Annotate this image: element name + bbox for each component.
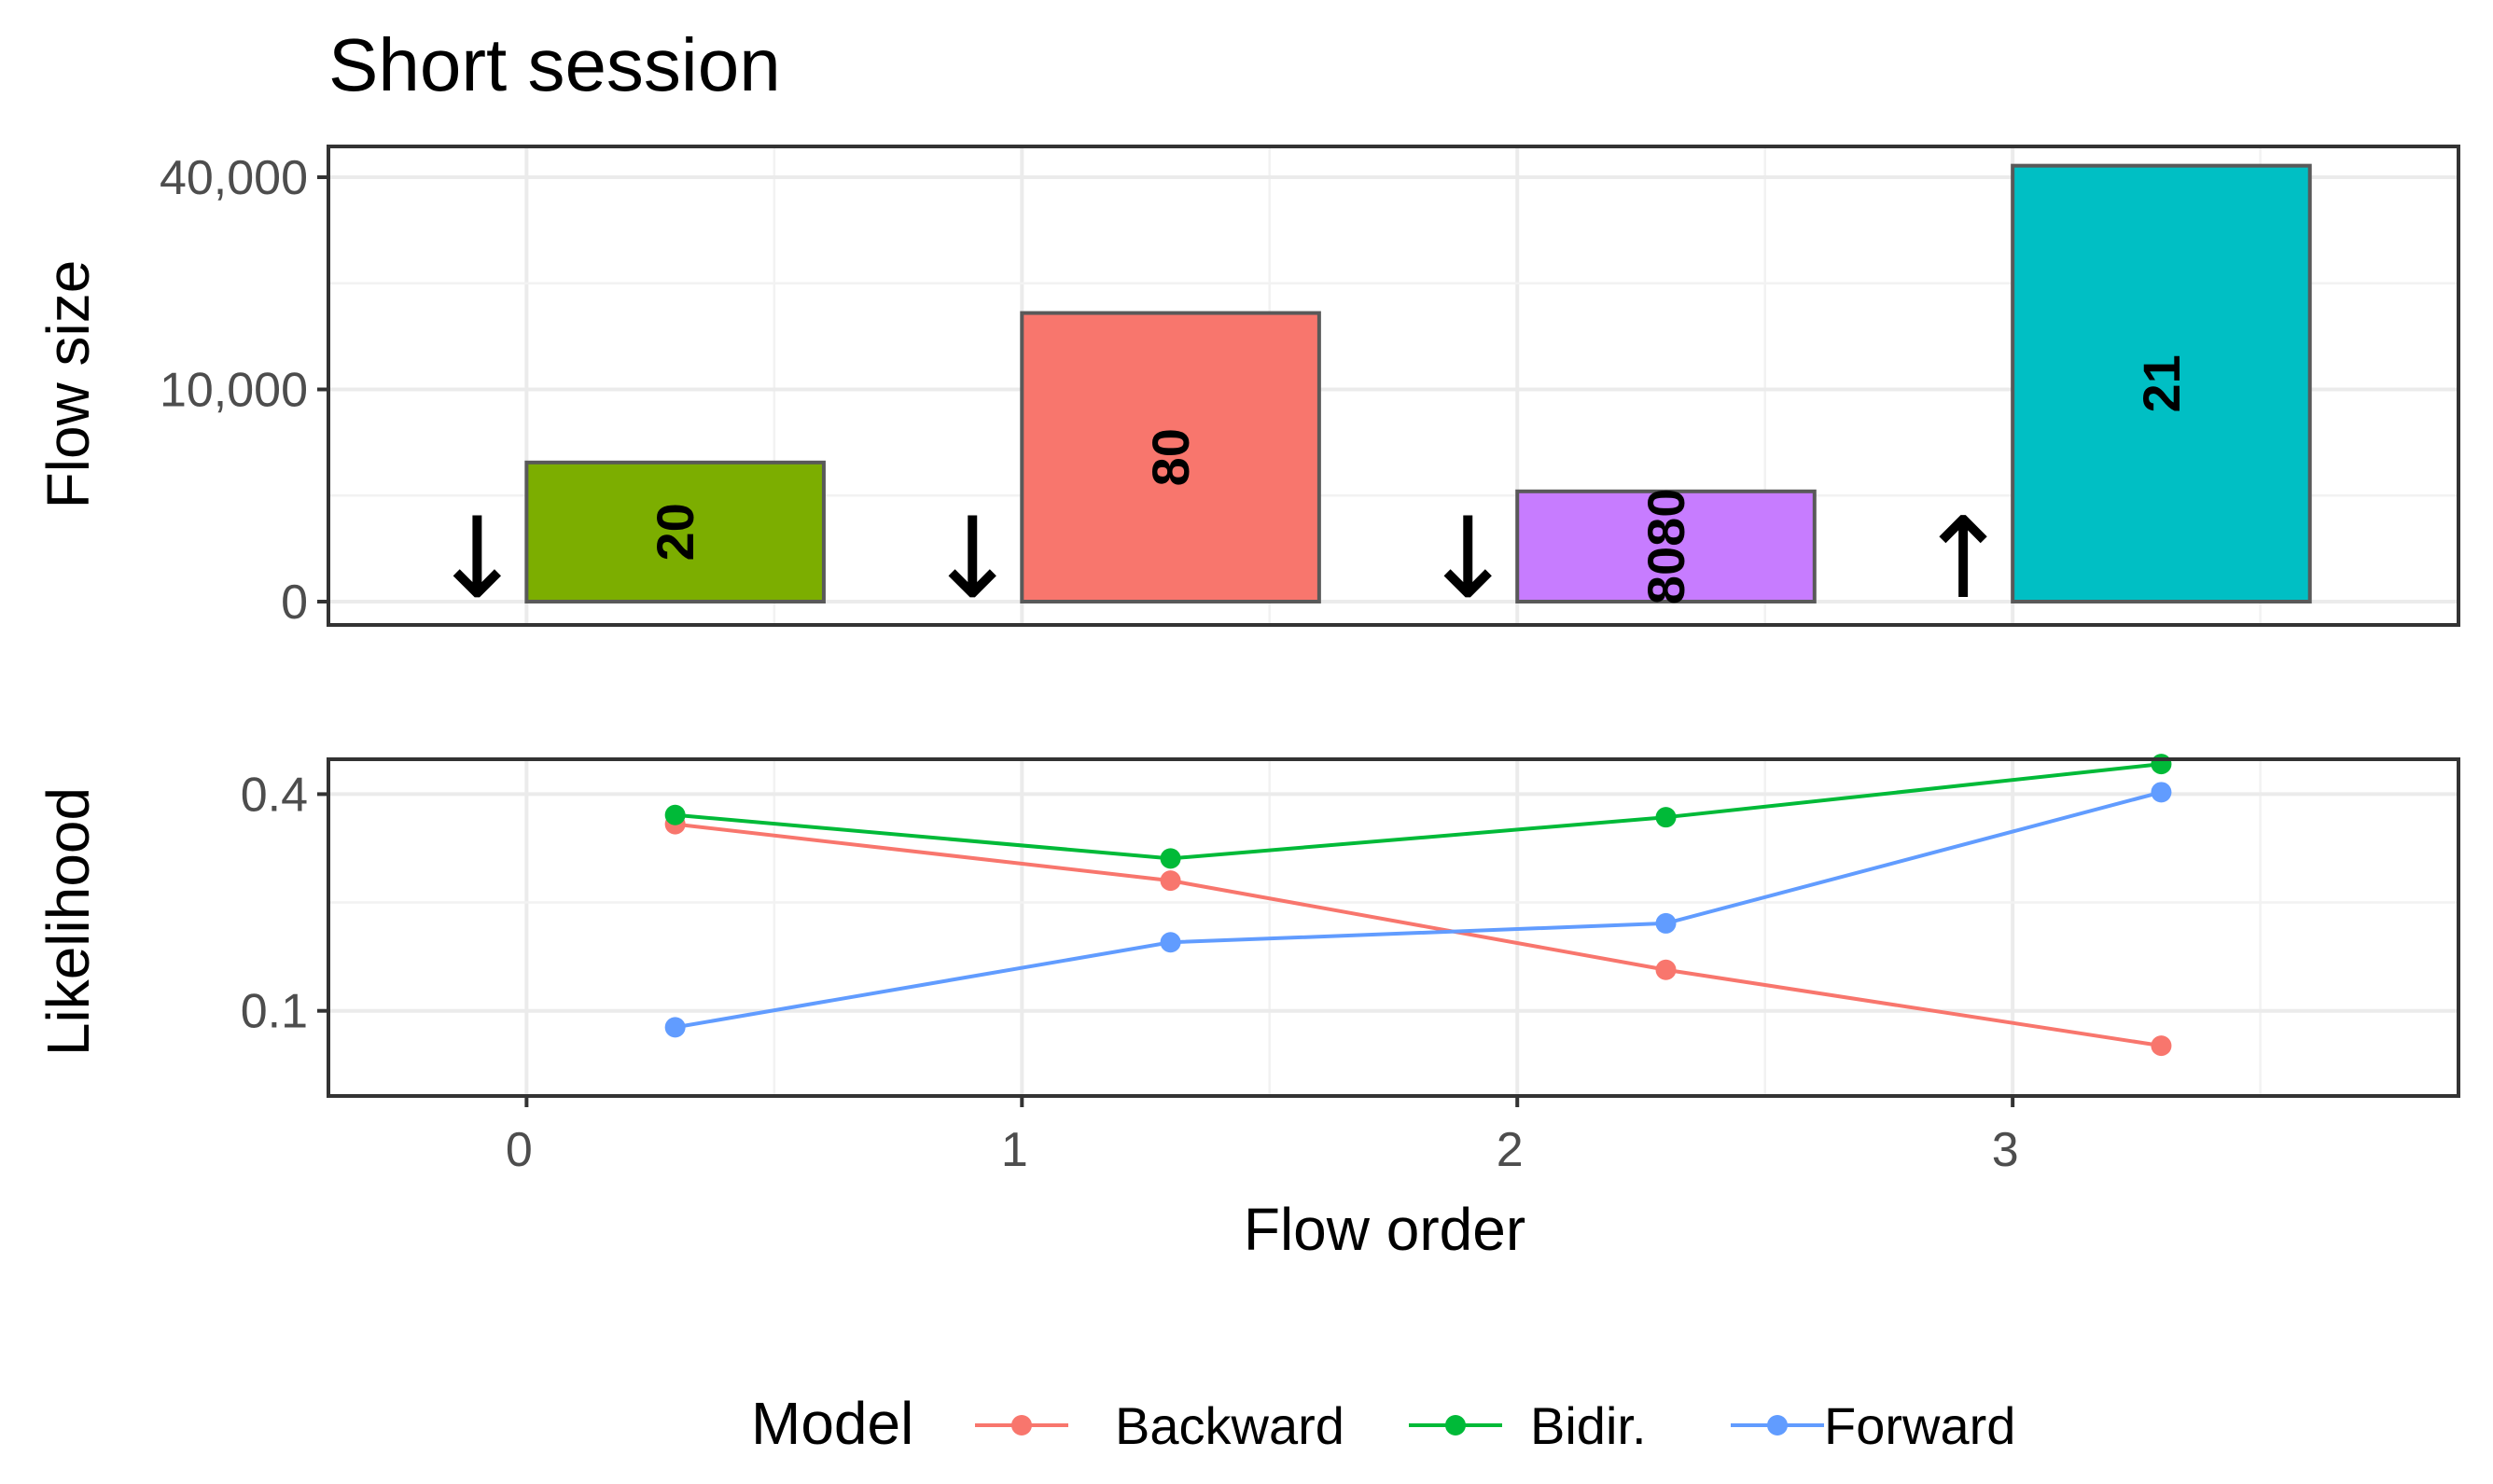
data-point [2151, 782, 2172, 803]
y-tick-label: 0 [281, 576, 308, 630]
legend-key-point [1767, 1415, 1788, 1435]
data-point [1160, 932, 1181, 953]
data-point [1655, 959, 1677, 980]
bar-label: 21 [2132, 354, 2191, 412]
chart-title: Short session [328, 23, 781, 106]
bar [1020, 311, 1321, 603]
direction-arrow: ↓ [926, 494, 1020, 624]
x-tick-label: 1 [1001, 1123, 1028, 1177]
direction-arrow: ↑ [1916, 494, 2011, 624]
direction-arrow: ↓ [430, 494, 524, 624]
legend: Model Backward Bidir. Forward [751, 1390, 2015, 1457]
data-point [2151, 754, 2172, 775]
y-tick-label: 0.4 [241, 768, 308, 822]
y-tick-label: 0.1 [241, 985, 308, 1039]
data-point [1160, 848, 1181, 869]
x-axis: 0 1 2 3 [506, 1096, 2019, 1177]
data-point [1655, 912, 1677, 934]
data-point [1160, 870, 1181, 892]
legend-label: Bidir. [1530, 1396, 1647, 1455]
data-point [1655, 807, 1677, 828]
bar-label: 20 [646, 503, 704, 561]
legend-key-point [1445, 1415, 1466, 1435]
data-point [664, 804, 686, 825]
bar-label: 8080 [1636, 489, 1695, 605]
x-tick-label: 0 [506, 1123, 533, 1177]
line-panel: 0.1 0.4 [241, 754, 2460, 1098]
line-panel-background [328, 759, 2458, 1096]
direction-arrow: ↓ [1421, 494, 1515, 624]
x-tick-label: 3 [1992, 1123, 2019, 1177]
x-tick-label: 2 [1497, 1123, 1524, 1177]
y-axis-title-flow-size: Flow size [35, 260, 102, 509]
x-axis-title: Flow order [1244, 1196, 1525, 1263]
series-line-forward [675, 790, 2162, 1030]
bar [524, 460, 826, 603]
series-line-backward [675, 822, 2162, 1048]
legend-label: Backward [1115, 1396, 1344, 1455]
bar [1515, 489, 1817, 604]
data-point [664, 1017, 686, 1038]
bar-label: 80 [1141, 428, 1200, 486]
bar [2011, 163, 2312, 603]
y-tick-label: 40,000 [160, 151, 308, 205]
y-axis-title-likelihood: Likelihood [35, 787, 102, 1056]
series-line-bidir [675, 762, 2162, 861]
legend-key-point [1011, 1415, 1032, 1435]
bar-panel-border [327, 145, 2460, 627]
legend-label: Forward [1824, 1396, 2015, 1455]
line-panel-border [327, 757, 2460, 1098]
bar-panel: 0 10,000 40,000 20 ↓ 80 ↓ 8080 ↓ 21 ↑ [160, 145, 2460, 630]
data-point [2151, 1035, 2172, 1057]
legend-title: Model [751, 1390, 913, 1457]
y-tick-label: 10,000 [160, 364, 308, 418]
